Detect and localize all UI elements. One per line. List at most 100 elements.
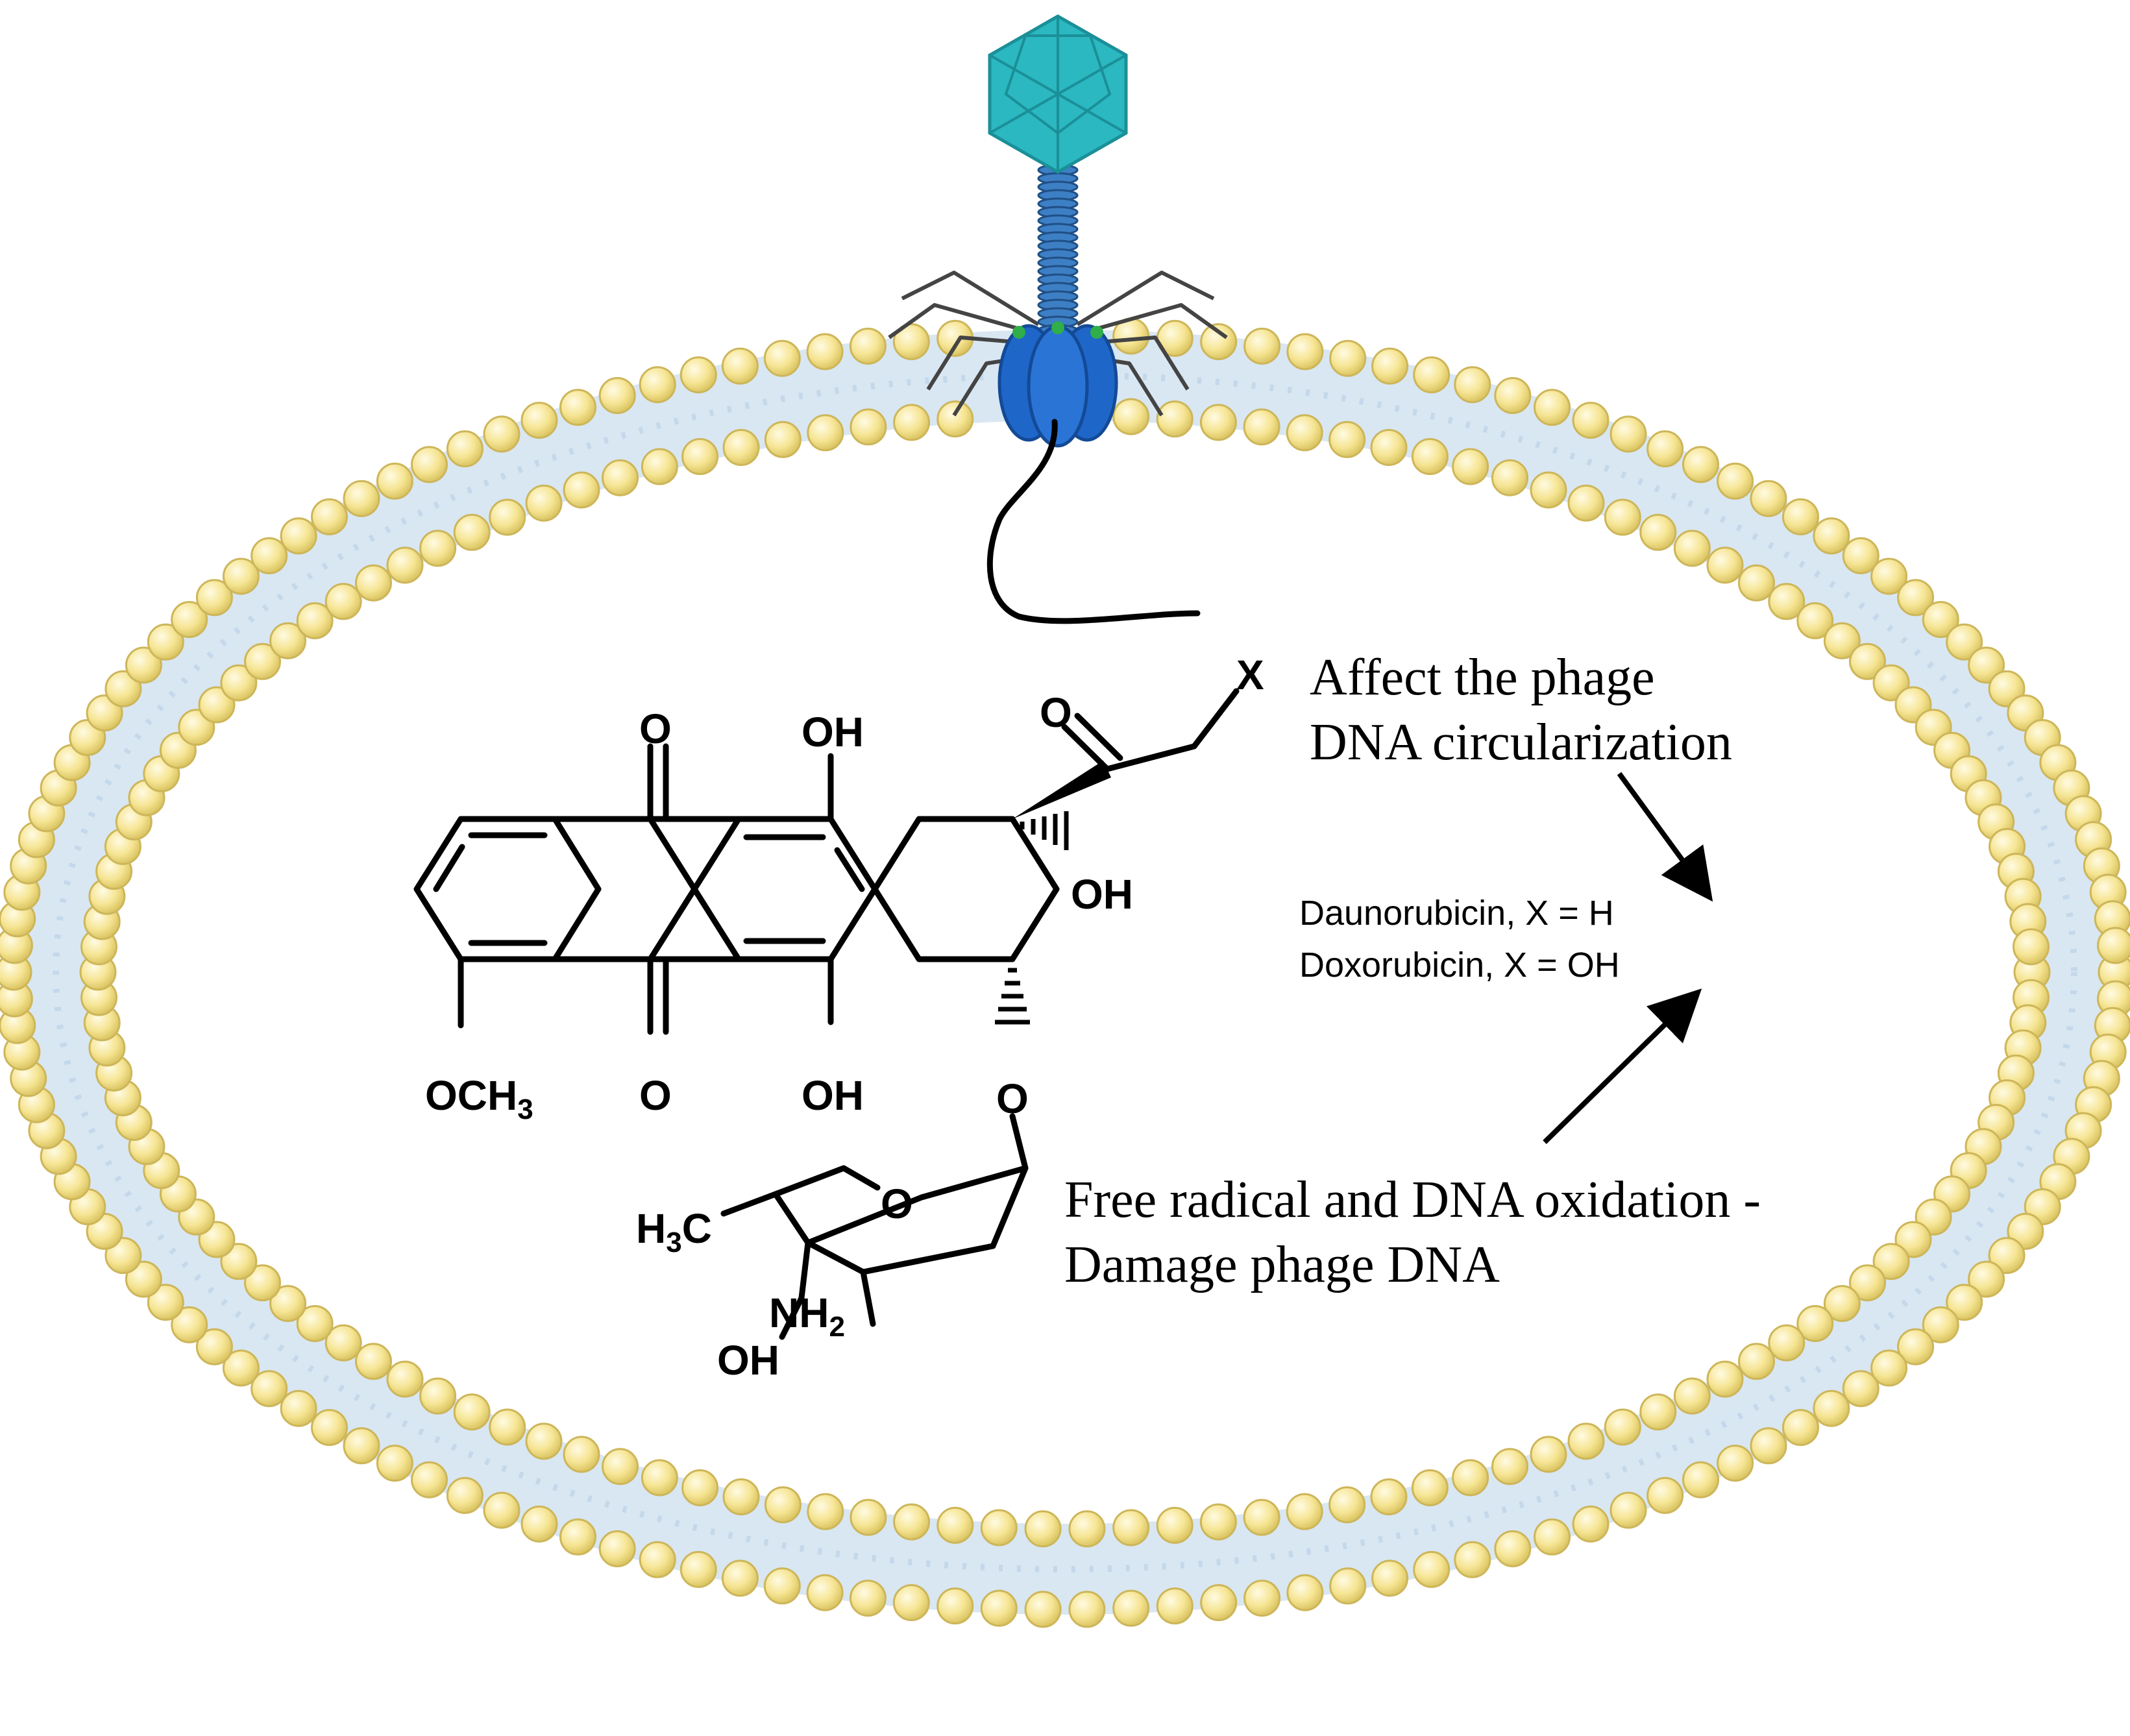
lipid-head — [1610, 1491, 1647, 1529]
lipid-head — [1329, 339, 1367, 377]
lipid-head — [1823, 622, 1861, 659]
lipid-head — [639, 1541, 676, 1578]
lipid-head — [280, 517, 317, 555]
cell-membrane — [0, 317, 2130, 1628]
lipid-head — [1328, 1486, 1366, 1524]
phage-tail — [1037, 164, 1079, 337]
lipid-head — [763, 339, 801, 377]
lipid-head — [411, 1461, 448, 1498]
lipid-head — [1796, 1305, 1834, 1342]
lipid-head — [2097, 927, 2130, 964]
lipid-head — [1567, 484, 1605, 522]
lipid-head — [1968, 1260, 2005, 1298]
lipid-head — [1243, 1580, 1281, 1617]
lipid-head — [1328, 421, 1366, 458]
annotation-circularization: Affect the phage DNA circularization — [1310, 649, 1732, 771]
lipid-head — [936, 1506, 974, 1544]
lipid-head — [1673, 530, 1711, 567]
lipid-head — [807, 1493, 844, 1530]
lipid-head — [1068, 1591, 1106, 1628]
lipid-head — [1156, 1506, 1194, 1544]
lipid-head — [269, 622, 307, 659]
lipid-head — [1768, 583, 1806, 620]
lipid-head — [1567, 1423, 1605, 1460]
lipid-head — [269, 1285, 307, 1323]
oxidation-line1: Free radical and DNA oxidation - — [1064, 1171, 1761, 1229]
lipid-head — [1639, 513, 1677, 551]
lipid-head — [1813, 1389, 1850, 1427]
lipid-head — [1849, 642, 1886, 680]
arrow-oxidation — [1543, 988, 1702, 1144]
lipid-head — [195, 579, 233, 617]
lipid-head — [1750, 1427, 1787, 1465]
lipid-head — [1842, 537, 1879, 574]
lipid-head — [343, 1427, 380, 1465]
arrow-circularization — [1617, 772, 1713, 902]
lipid-head — [171, 601, 208, 639]
lipid-heads — [0, 317, 2130, 1628]
lipid-head — [849, 1580, 887, 1617]
lipid-head — [1717, 1445, 1754, 1482]
compound-doxorubicin: Doxorubicin, X = OH — [1299, 946, 1620, 984]
lipid-head — [1370, 429, 1408, 466]
lipid-head — [1454, 1541, 1491, 1578]
lipid-head — [1411, 438, 1449, 475]
lipid-head — [296, 602, 334, 639]
lipid-head — [1682, 1461, 1719, 1498]
lipid-head — [1200, 323, 1238, 360]
lipid-head — [147, 1284, 184, 1321]
lipid-head — [222, 1349, 260, 1387]
lipid-head — [892, 1584, 930, 1621]
lipid-head — [1870, 1349, 1908, 1387]
lipid-head — [1682, 446, 1719, 483]
lipid-head — [2013, 928, 2050, 966]
lipid-head — [1610, 415, 1647, 453]
lipid-head — [147, 623, 184, 661]
lipid-head — [1454, 366, 1491, 404]
lipid-head — [1494, 1530, 1532, 1567]
lipid-head — [1572, 1505, 1610, 1543]
lipid-head — [1894, 1221, 1932, 1258]
lipid-head — [1639, 1393, 1677, 1431]
lipid-head — [1156, 400, 1194, 438]
lipid-head — [563, 471, 600, 509]
atom-x: X — [1236, 652, 1264, 698]
lipid-head — [722, 429, 760, 466]
lipid-head — [311, 1409, 348, 1447]
lipid-head — [893, 1503, 931, 1541]
atom-o-quinone-bottom: O — [639, 1072, 672, 1119]
lipid-head — [1413, 356, 1451, 394]
lipid-head — [355, 1343, 392, 1380]
lipid-head — [220, 1243, 258, 1280]
lipid-head — [1530, 471, 1567, 509]
lipid-head — [520, 1505, 558, 1543]
lipid-head — [598, 1530, 636, 1567]
atom-oh-right: OH — [1071, 871, 1133, 918]
atom-h3c: H3C — [636, 1205, 712, 1258]
hashed-bond-oh — [1020, 811, 1069, 850]
lipid-head — [763, 1567, 801, 1605]
lipid-head — [1646, 1476, 1684, 1514]
lipid-head — [1706, 546, 1744, 584]
lipid-head — [1286, 333, 1324, 371]
lipid-head — [559, 1518, 596, 1556]
lipid-head — [244, 642, 281, 680]
lipid-head — [936, 1587, 974, 1625]
lipid-head — [1782, 498, 1819, 535]
lipid-head — [1572, 402, 1610, 439]
lipid-head — [1371, 347, 1409, 385]
lipid-head — [1243, 327, 1281, 365]
lipid-head — [1534, 389, 1571, 426]
lipid-head — [324, 1324, 362, 1362]
lipid-head — [1922, 601, 1959, 639]
lipid-head — [1199, 404, 1237, 441]
lipid-head — [641, 1459, 678, 1497]
lipid-head — [1823, 1285, 1861, 1323]
atom-och3: OCH3 — [425, 1072, 533, 1125]
lipid-head — [1897, 579, 1935, 617]
lipid-head — [1968, 646, 2005, 684]
lipid-head — [376, 1445, 413, 1482]
lipid-head — [980, 1509, 1018, 1547]
lipid-head — [1411, 1469, 1449, 1506]
